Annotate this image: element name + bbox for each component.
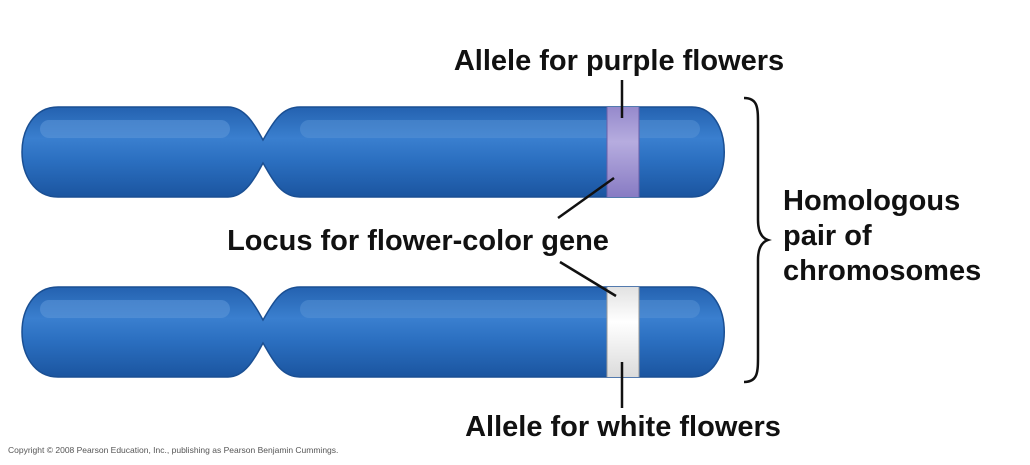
copyright-notice: Copyright © 2008 Pearson Education, Inc.…: [8, 445, 338, 455]
chromosome-bottom: [21, 286, 725, 378]
purple-allele-band: [606, 107, 640, 197]
label-allele-white: Allele for white flowers: [465, 411, 781, 443]
chromosome-top: [21, 106, 725, 198]
label-homologous-line2: pair of: [783, 220, 872, 252]
locus-leader-bottom: [559, 260, 617, 298]
homologous-brace: [743, 96, 772, 384]
locus-leader-top: [557, 176, 615, 220]
label-homologous-line3: chromosomes: [783, 255, 981, 287]
label-locus: Locus for flower-color gene: [227, 225, 609, 257]
label-homologous-line1: Homologous: [783, 185, 960, 217]
label-allele-purple: Allele for purple flowers: [454, 45, 784, 77]
